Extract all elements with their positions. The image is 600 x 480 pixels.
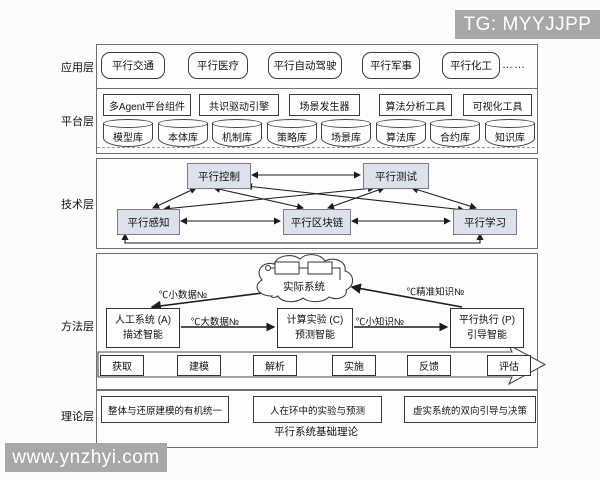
tech-node-parallel-blockchain: 平行区块链: [283, 209, 351, 235]
layer-label-technology: 技术层: [61, 199, 94, 211]
process-step: 获取: [100, 355, 144, 376]
process-step: 解析: [253, 355, 297, 376]
technology-layer-box: [96, 158, 538, 249]
db-label: 场景库: [331, 133, 361, 144]
theory-caption: 平行系统基础理论: [274, 426, 358, 438]
theory-item: 虚实系统的双向引导与决策: [404, 396, 536, 423]
theory-item: 人在环中的实验与预测: [253, 396, 382, 423]
process-step: 建模: [177, 355, 221, 376]
db-cylinder-icon: 模型库: [103, 119, 153, 147]
app-item: 平行自动驾驶: [268, 52, 342, 79]
db-cylinder-icon: 本体库: [158, 119, 208, 147]
db-label: 合约库: [440, 133, 470, 144]
app-item: 平行化工: [442, 52, 500, 79]
process-step: 评估: [487, 355, 531, 376]
platform-tool: 共识驱动引擎: [199, 94, 279, 116]
tech-node-parallel-learning: 平行学习: [453, 209, 517, 235]
acp-subtitle: 引导智能: [467, 330, 507, 341]
platform-tool: 多Agent平台组件: [103, 94, 191, 116]
db-cylinder-icon: 场景库: [321, 119, 371, 147]
process-step: 反馈: [407, 355, 451, 376]
acp-subtitle: 描述智能: [123, 330, 163, 341]
watermark-bottom-left: www.ynzhyi.com: [5, 443, 167, 472]
db-label: 策略库: [277, 133, 307, 144]
flow-label-precise-knowledge: ℃精准知识№: [406, 287, 465, 298]
layer-label-platform: 平台层: [61, 116, 94, 128]
acp-box-artificial-system: 人工系统 (A) 描述智能: [106, 308, 180, 348]
acp-title: 平行执行 (P): [458, 314, 516, 326]
platform-tool: 场景发生器: [289, 94, 360, 116]
tech-node-parallel-control: 平行控制: [187, 163, 251, 189]
db-cylinder-icon: 策略库: [267, 119, 317, 147]
watermark-top-right: TG: MYYJJPP: [455, 10, 600, 39]
process-step: 实施: [332, 355, 376, 376]
real-system-label: 实际系统: [283, 281, 325, 293]
acp-subtitle: 预测智能: [295, 330, 335, 341]
platform-tool: 算法分析工具: [379, 94, 452, 116]
flow-label-small-data: ℃小数据№: [158, 290, 208, 301]
acp-box-parallel-execution: 平行执行 (P) 引导智能: [450, 308, 524, 348]
layer-label-theory: 理论层: [61, 411, 94, 423]
app-item: 平行医疗: [188, 52, 248, 79]
platform-divider-dashed-line: [97, 147, 535, 148]
acp-title: 人工系统 (A): [114, 314, 172, 326]
layer-label-application: 应用层: [61, 62, 94, 74]
platform-tool: 可视化工具: [463, 94, 532, 116]
db-cylinder-icon: 算法库: [376, 119, 426, 147]
db-label: 机制库: [222, 133, 252, 144]
app-item: 平行交通: [101, 52, 165, 79]
flow-label-small-knowledge: ℃小知识№: [355, 317, 405, 328]
tech-node-parallel-perception: 平行感知: [117, 209, 180, 235]
db-label: 模型库: [113, 133, 143, 144]
theory-item: 整体与还原建模的有机统一: [101, 396, 229, 423]
acp-title: 计算实验 (C): [286, 314, 344, 326]
layer-label-methodology: 方法层: [61, 321, 94, 333]
ellipsis-text: ……: [502, 59, 526, 71]
db-label: 本体库: [168, 133, 198, 144]
db-label: 知识库: [495, 133, 525, 144]
app-item: 平行军事: [362, 52, 420, 79]
tech-node-parallel-testing: 平行测试: [363, 163, 429, 189]
db-cylinder-icon: 合约库: [430, 119, 480, 147]
db-cylinder-icon: 机制库: [212, 119, 262, 147]
acp-box-computational-experiment: 计算实验 (C) 预测智能: [277, 308, 353, 348]
flow-label-big-data: ℃大数据№: [190, 317, 240, 328]
db-cylinder-icon: 知识库: [485, 119, 535, 147]
db-label: 算法库: [386, 133, 416, 144]
